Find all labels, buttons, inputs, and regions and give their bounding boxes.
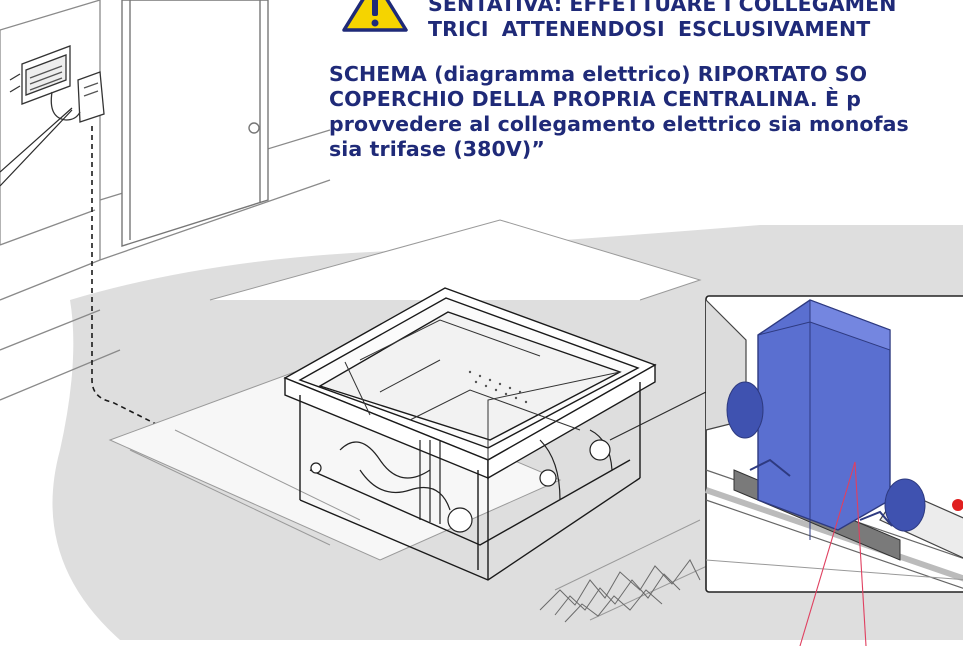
warning-line-5: provvedere al collegamento elettrico sia… xyxy=(329,112,909,136)
electrical-cable-dashed xyxy=(91,126,361,493)
pump-callout-line xyxy=(609,389,711,441)
pump-label-leaders xyxy=(799,461,867,646)
paving-tiles xyxy=(108,219,721,621)
electrical-panel xyxy=(9,45,105,123)
tub-interior xyxy=(344,319,621,460)
pump-inset xyxy=(705,295,963,593)
spa-tub xyxy=(283,287,657,581)
warning-line-6: sia trifase (380V)” xyxy=(329,137,545,161)
panel-callout-lines xyxy=(0,107,73,187)
warning-line-4: COPERCHIO DELLA PROPRIA CENTRALINA. È p xyxy=(329,87,862,111)
warning-line-2: TRICI ATTENENDOSI ESCLUSIVAMENT xyxy=(428,17,871,41)
building-walls xyxy=(0,0,331,401)
grass-patch xyxy=(539,559,701,623)
jet-dots xyxy=(468,370,528,404)
tub-plumbing xyxy=(310,429,613,533)
warning-line-3: SCHEMA (diagramma elettrico) RIPORTATO S… xyxy=(329,62,868,86)
door xyxy=(121,0,269,247)
warning-triangle-icon xyxy=(342,0,408,32)
warning-line-1: SENTATIVA: EFFETTUARE I COLLEGAMEN xyxy=(428,0,897,16)
